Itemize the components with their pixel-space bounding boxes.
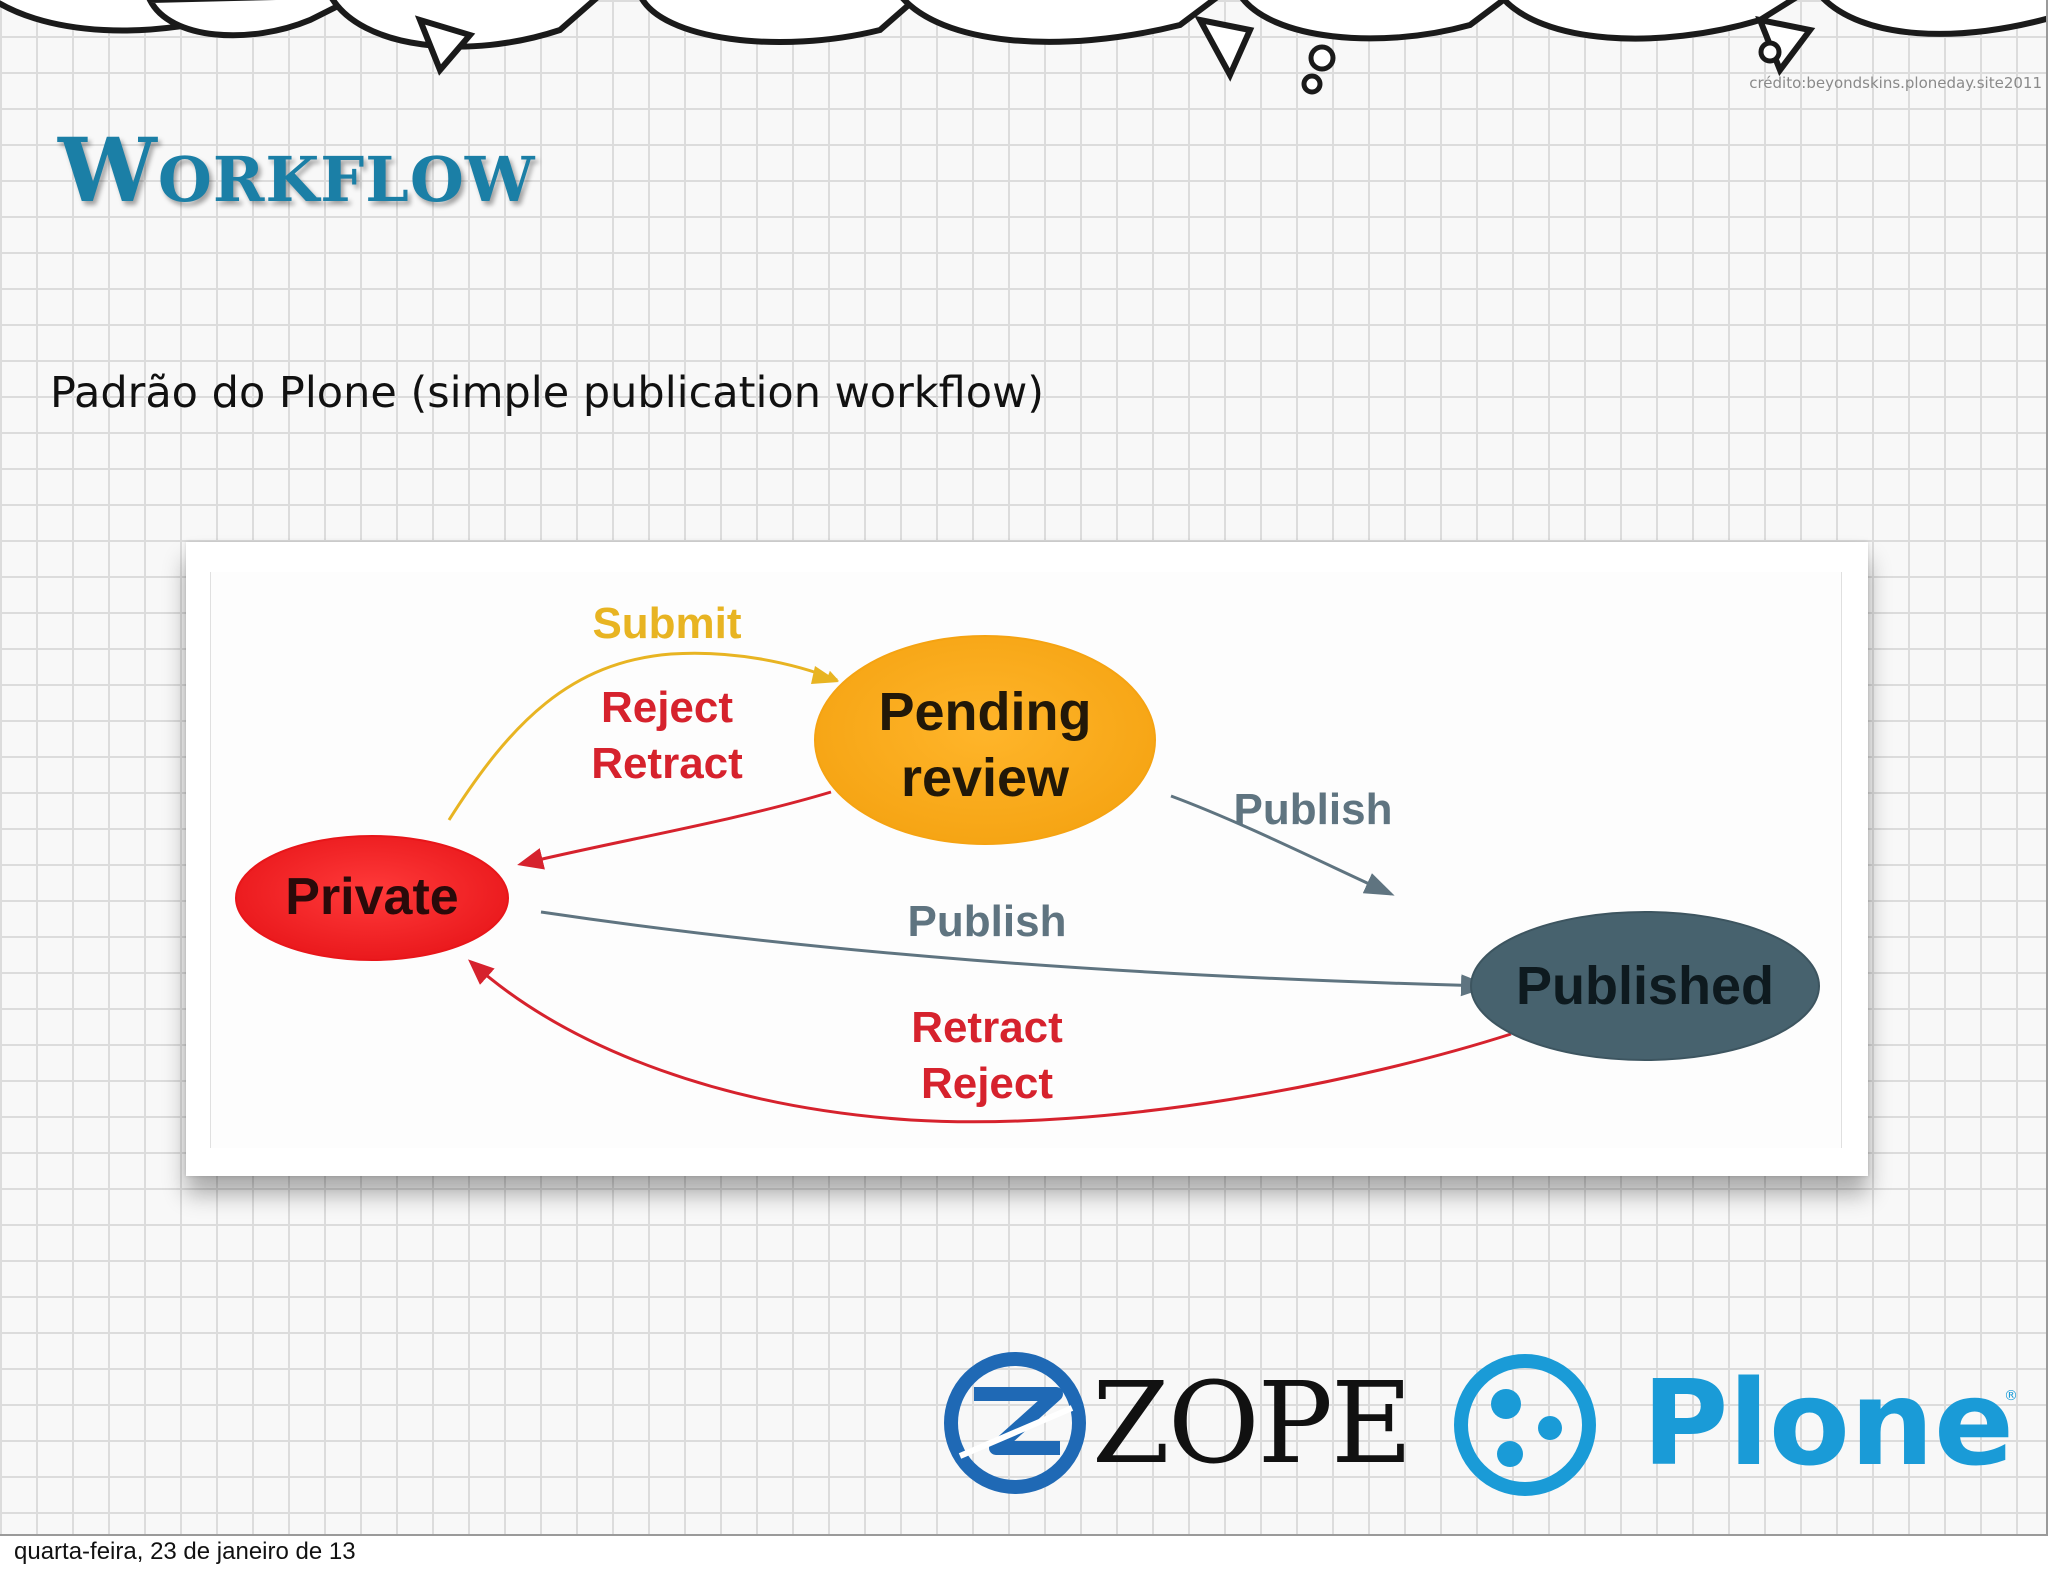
thought-dot-icon	[1758, 40, 1782, 64]
node-private	[235, 835, 509, 961]
submit-arrowhead	[811, 666, 839, 684]
edge-reject-label: Reject	[601, 683, 733, 732]
node-pending-label-line2: review	[901, 748, 1070, 808]
speech-bubble-icon	[1820, 0, 2046, 37]
plone-registered-mark: ®	[2004, 1388, 2018, 1404]
zope-wordmark: ZOPE	[1092, 1359, 1413, 1489]
speech-bubble-icon	[1500, 0, 1798, 42]
edge-publish-pending-label: Publish	[1234, 785, 1393, 834]
speech-bubbles-banner	[0, 0, 2046, 95]
footer-date: quarta-feira, 23 de janeiro de 13	[14, 1538, 356, 1565]
publish-from-pending-edge	[1170, 794, 1395, 896]
publish-from-private-edge	[540, 910, 1491, 997]
workflow-diagram: Private Pending review Published Submit …	[235, 599, 1820, 1124]
node-pending-label-line1: Pending	[879, 682, 1092, 742]
slide: crédito:beyondskins.ploneday.site2011 Wo…	[0, 0, 2048, 1536]
logos: ZOPE Plone ®	[940, 1348, 2040, 1508]
submit-edge	[447, 651, 839, 821]
credit-text: crédito:beyondskins.ploneday.site2011	[1749, 74, 2042, 92]
reject-retract-edge	[517, 790, 832, 870]
edge-reject-published-label: Reject	[921, 1059, 1053, 1108]
edge-retract-published-label: Retract	[911, 1003, 1063, 1052]
plone-wordmark: Plone	[1642, 1354, 2015, 1492]
edge-submit-label: Submit	[592, 599, 741, 648]
thought-dot-icon	[1308, 44, 1336, 72]
edge-publish-private-label: Publish	[908, 897, 1067, 946]
edge-retract-label: Retract	[591, 739, 743, 788]
zope-logo-icon	[944, 1352, 1086, 1494]
node-private-label: Private	[285, 868, 458, 926]
node-published	[1470, 911, 1820, 1061]
thought-dot-icon	[1301, 73, 1323, 95]
workflow-diagram-frame: Private Pending review Published Submit …	[186, 542, 1868, 1176]
slide-title: Workflow	[58, 118, 536, 222]
speech-bubble-icon	[1240, 0, 1509, 42]
plone-logo-icon	[1454, 1354, 1596, 1496]
node-published-label: Published	[1516, 956, 1774, 1016]
slide-subtitle: Padrão do Plone (simple publication work…	[50, 368, 1045, 418]
speech-bubble-icon	[900, 0, 1219, 45]
speech-bubble-icon	[414, 15, 476, 76]
node-pending-review	[814, 635, 1156, 845]
retract-reject-edge	[468, 959, 1512, 1124]
speech-bubble-icon	[1194, 15, 1255, 82]
workflow-diagram-canvas: Private Pending review Published Submit …	[210, 572, 1842, 1148]
speech-bubble-icon	[146, 0, 357, 39]
speech-bubble-icon	[639, 0, 919, 45]
